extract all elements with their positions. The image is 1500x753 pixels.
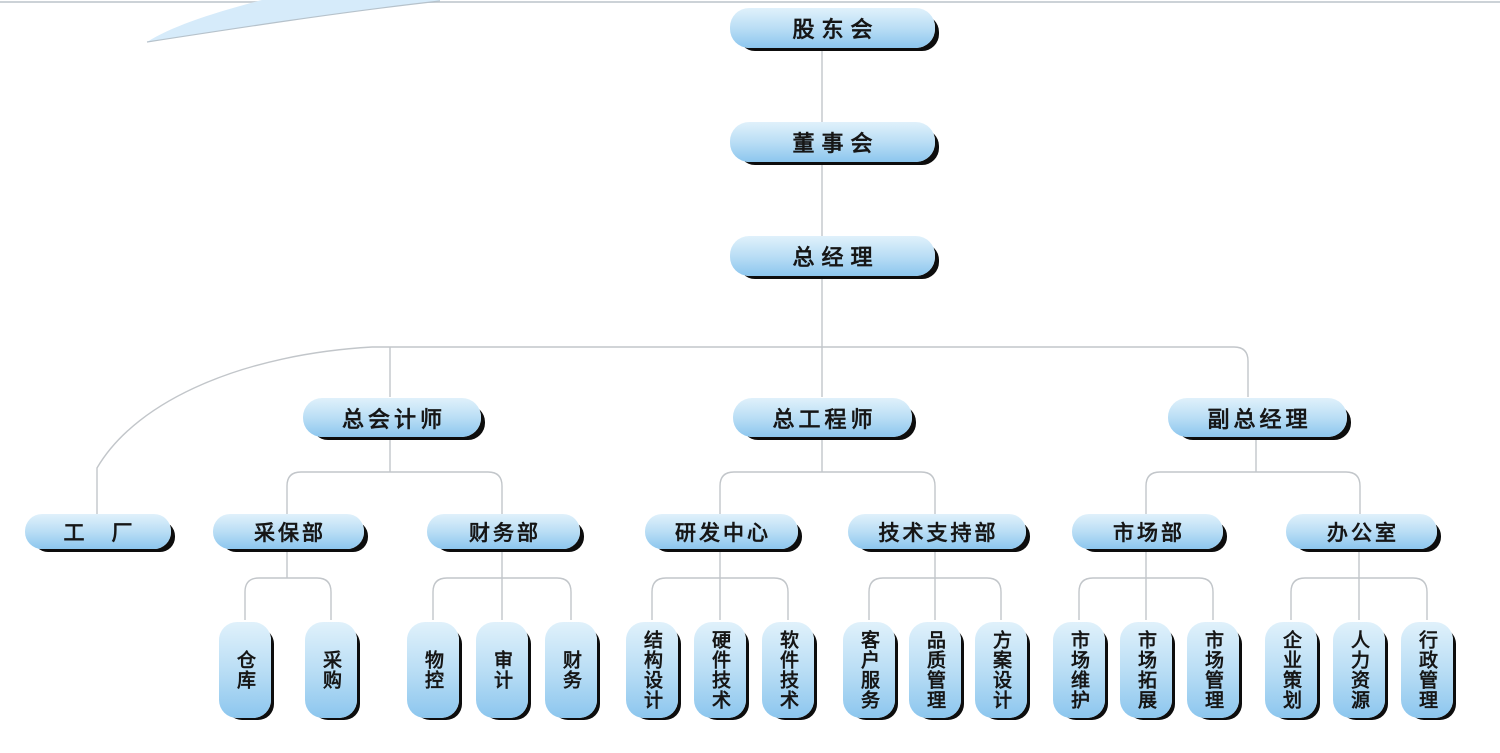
node-office: 办公室 bbox=[1286, 514, 1437, 549]
node-quality-management: 品质管理 bbox=[909, 622, 961, 718]
node-label: 仓库 bbox=[234, 650, 256, 690]
node-label: 结构设计 bbox=[641, 630, 663, 710]
node-shareholders-meeting: 股东会 bbox=[730, 8, 935, 48]
node-label: 审计 bbox=[491, 650, 513, 690]
node-rd-center: 研发中心 bbox=[645, 514, 798, 549]
node-finance-dept: 财务部 bbox=[427, 514, 580, 549]
node-label: 市场拓展 bbox=[1135, 630, 1157, 710]
node-structural-design: 结构设计 bbox=[626, 622, 678, 718]
node-purchasing: 采购 bbox=[305, 622, 357, 718]
node-hardware-tech: 硬件技术 bbox=[694, 622, 746, 718]
node-warehouse: 仓库 bbox=[219, 622, 271, 718]
node-solution-design: 方案设计 bbox=[975, 622, 1027, 718]
node-general-manager: 总经理 bbox=[730, 236, 935, 276]
node-chief-engineer: 总工程师 bbox=[733, 398, 912, 437]
top-border-line bbox=[0, 1, 1500, 3]
node-label: 客户服务 bbox=[858, 630, 880, 710]
node-market-management: 市场管理 bbox=[1187, 622, 1239, 718]
node-deputy-general-manager: 副总经理 bbox=[1168, 398, 1347, 437]
node-finance: 财务 bbox=[545, 622, 597, 718]
node-label: 软件技术 bbox=[777, 630, 799, 710]
node-label: 市场管理 bbox=[1202, 630, 1224, 710]
node-label: 品质管理 bbox=[924, 630, 946, 710]
node-label: 采购 bbox=[320, 650, 342, 690]
node-audit: 审计 bbox=[476, 622, 528, 718]
node-label: 方案设计 bbox=[990, 630, 1012, 710]
node-material-control: 物控 bbox=[407, 622, 459, 718]
node-marketing-dept: 市场部 bbox=[1072, 514, 1223, 549]
node-procurement-security-dept: 采保部 bbox=[213, 514, 364, 549]
node-label: 行政管理 bbox=[1416, 630, 1438, 710]
node-label: 硬件技术 bbox=[709, 630, 731, 710]
node-admin-management: 行政管理 bbox=[1401, 622, 1453, 718]
node-label: 企业策划 bbox=[1280, 630, 1302, 710]
node-chief-accountant: 总会计师 bbox=[303, 398, 481, 437]
node-market-maintenance: 市场维护 bbox=[1053, 622, 1105, 718]
node-market-expansion: 市场拓展 bbox=[1120, 622, 1172, 718]
node-label: 市场维护 bbox=[1068, 630, 1090, 710]
swoosh-decoration bbox=[146, 0, 441, 43]
node-software-tech: 软件技术 bbox=[762, 622, 814, 718]
node-label: 物控 bbox=[422, 650, 444, 690]
node-human-resources: 人力资源 bbox=[1333, 622, 1385, 718]
node-board-of-directors: 董事会 bbox=[730, 122, 935, 162]
node-customer-service: 客户服务 bbox=[843, 622, 895, 718]
node-label: 人力资源 bbox=[1348, 630, 1370, 710]
node-factory: 工 厂 bbox=[25, 514, 171, 549]
node-label: 财务 bbox=[560, 650, 582, 690]
node-tech-support-dept: 技术支持部 bbox=[848, 514, 1026, 549]
node-corporate-planning: 企业策划 bbox=[1265, 622, 1317, 718]
